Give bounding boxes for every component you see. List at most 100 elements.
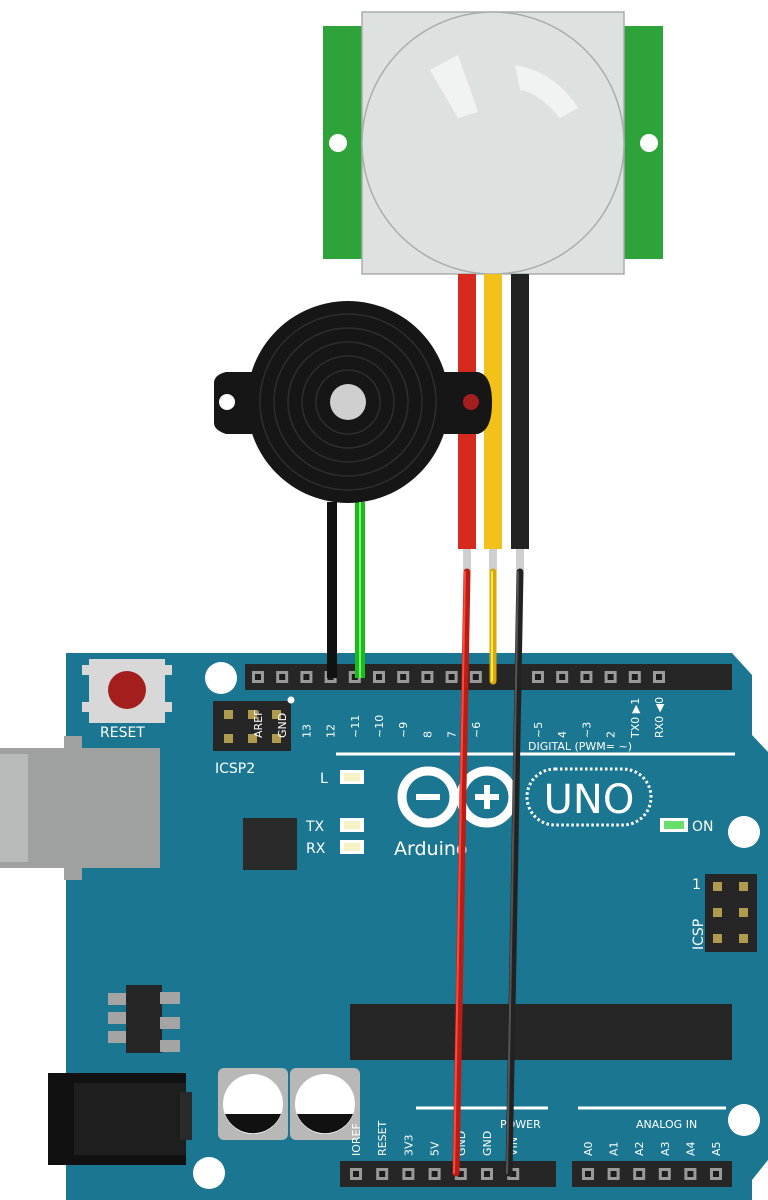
header-pin-socket bbox=[610, 1171, 617, 1177]
led-tx-label: TX bbox=[305, 819, 325, 835]
pin-label: 12 bbox=[325, 724, 338, 738]
led-on bbox=[660, 818, 688, 832]
led-on-label: ON bbox=[692, 819, 714, 835]
pin-label: A5 bbox=[710, 1141, 723, 1156]
wires bbox=[359, 502, 524, 1177]
pin-label: A0 bbox=[582, 1141, 595, 1156]
pin-label: A1 bbox=[608, 1141, 621, 1156]
icsp2-header bbox=[213, 701, 291, 751]
pin-label: GND bbox=[276, 713, 289, 738]
voltage-regulator bbox=[108, 985, 180, 1053]
header-pin-socket bbox=[535, 674, 541, 680]
pir-mount-hole bbox=[640, 134, 658, 152]
model-label: UNO bbox=[544, 777, 635, 823]
digital-header bbox=[245, 664, 732, 690]
header-pin-socket bbox=[279, 674, 286, 680]
pin-label: TX0 ▶1 bbox=[629, 698, 642, 739]
header-pin-socket bbox=[607, 674, 614, 680]
icsp-header bbox=[705, 874, 757, 952]
header-pin-socket bbox=[424, 674, 431, 680]
led-l bbox=[340, 770, 364, 784]
pin-label: ~3 bbox=[580, 722, 593, 738]
header-pin-socket bbox=[376, 674, 382, 680]
led-rx bbox=[340, 840, 364, 854]
mounting-hole bbox=[205, 662, 237, 694]
pin-label: AREF bbox=[252, 710, 265, 738]
header-pin-socket bbox=[431, 1171, 438, 1177]
analog-pin-labels: A0 A1 A2 A3 A4 A5 bbox=[582, 1141, 723, 1156]
digital-header-label: DIGITAL (PWM= ~) bbox=[528, 740, 632, 753]
pin-label: GND bbox=[481, 1131, 494, 1156]
microcontroller-chip bbox=[243, 818, 297, 870]
header-pin-socket bbox=[687, 1171, 694, 1177]
wire-black-highlight bbox=[506, 571, 519, 1174]
header-pin-socket bbox=[379, 1171, 386, 1177]
pin-label: A4 bbox=[684, 1141, 697, 1156]
pir-lens-dome bbox=[361, 11, 625, 275]
header-pin-socket bbox=[255, 674, 261, 680]
header-pin-socket bbox=[457, 1171, 464, 1177]
power-header bbox=[340, 1161, 556, 1187]
pin-label: 7 bbox=[446, 731, 459, 738]
brand-label: Arduino bbox=[394, 838, 468, 860]
pin-label: RESET bbox=[376, 1120, 389, 1156]
wire-red-highlight bbox=[453, 571, 466, 1174]
wire-black bbox=[505, 568, 524, 1177]
icsp2-label: ICSP2 bbox=[215, 761, 255, 777]
header-pin-socket bbox=[510, 1171, 517, 1177]
header-pin-socket bbox=[631, 674, 638, 680]
header-pin-socket bbox=[351, 674, 358, 680]
reset-button[interactable] bbox=[82, 659, 172, 723]
usb-connector bbox=[0, 736, 160, 880]
header-pin-socket bbox=[583, 674, 590, 680]
header-pin-socket bbox=[559, 674, 566, 680]
analog-header bbox=[572, 1161, 732, 1187]
icsp-label: ICSP bbox=[691, 919, 707, 950]
header-pin-socket bbox=[585, 1171, 591, 1177]
led-rx-label: RX bbox=[306, 841, 326, 857]
header-pin-socket bbox=[405, 1171, 412, 1177]
led-tx bbox=[340, 818, 364, 832]
piezo-buzzer bbox=[214, 301, 492, 678]
pin-label: ~11 bbox=[349, 715, 362, 738]
reset-label: RESET bbox=[100, 725, 145, 741]
mounting-hole bbox=[728, 816, 760, 848]
header-pin-socket bbox=[353, 1171, 359, 1177]
capacitor bbox=[290, 1068, 360, 1140]
pin-label: A2 bbox=[633, 1141, 646, 1156]
header-pin-socket bbox=[400, 674, 407, 680]
mounting-hole bbox=[728, 1104, 760, 1136]
pin-label: ~6 bbox=[470, 722, 483, 738]
pin-label: 8 bbox=[421, 731, 434, 738]
pin-label: 3V3 bbox=[402, 1134, 415, 1156]
analog-group-label: ANALOG IN bbox=[636, 1118, 697, 1131]
pin-label: A3 bbox=[659, 1141, 672, 1156]
header-pin-socket bbox=[713, 1171, 719, 1177]
uno-badge bbox=[525, 767, 653, 827]
pir-mount-hole bbox=[329, 134, 347, 152]
header-pin-socket bbox=[484, 1171, 490, 1177]
header-pin-socket bbox=[303, 674, 310, 680]
wire-red bbox=[452, 568, 471, 1177]
power-jack bbox=[48, 1073, 192, 1165]
pin-label: 4 bbox=[556, 731, 569, 738]
pir-sensor bbox=[323, 11, 663, 571]
arduino-uno-board: RESET ICSP2 AREF GND 13 12 ~11 ~10 ~9 8 7 ~6 ~5 4 ~3… bbox=[0, 653, 768, 1200]
capacitor bbox=[218, 1068, 288, 1140]
pin-label: ~10 bbox=[373, 715, 386, 738]
pin-label: 13 bbox=[300, 724, 313, 738]
atmega-chip bbox=[350, 1004, 732, 1060]
header-pin-socket bbox=[472, 674, 479, 680]
header-pin-socket bbox=[661, 1171, 668, 1177]
pin-label: ~5 bbox=[532, 722, 545, 738]
pin-label: ~9 bbox=[397, 722, 410, 738]
header-pin-socket bbox=[448, 674, 455, 680]
mounting-hole bbox=[193, 1157, 225, 1189]
header-pin-socket bbox=[656, 674, 662, 680]
pin-label: 5V bbox=[429, 1141, 442, 1156]
pin-label: IOREF bbox=[350, 1123, 363, 1156]
led-l-label: L bbox=[320, 771, 328, 787]
pin-label: RX0 ◀0 bbox=[653, 697, 666, 738]
